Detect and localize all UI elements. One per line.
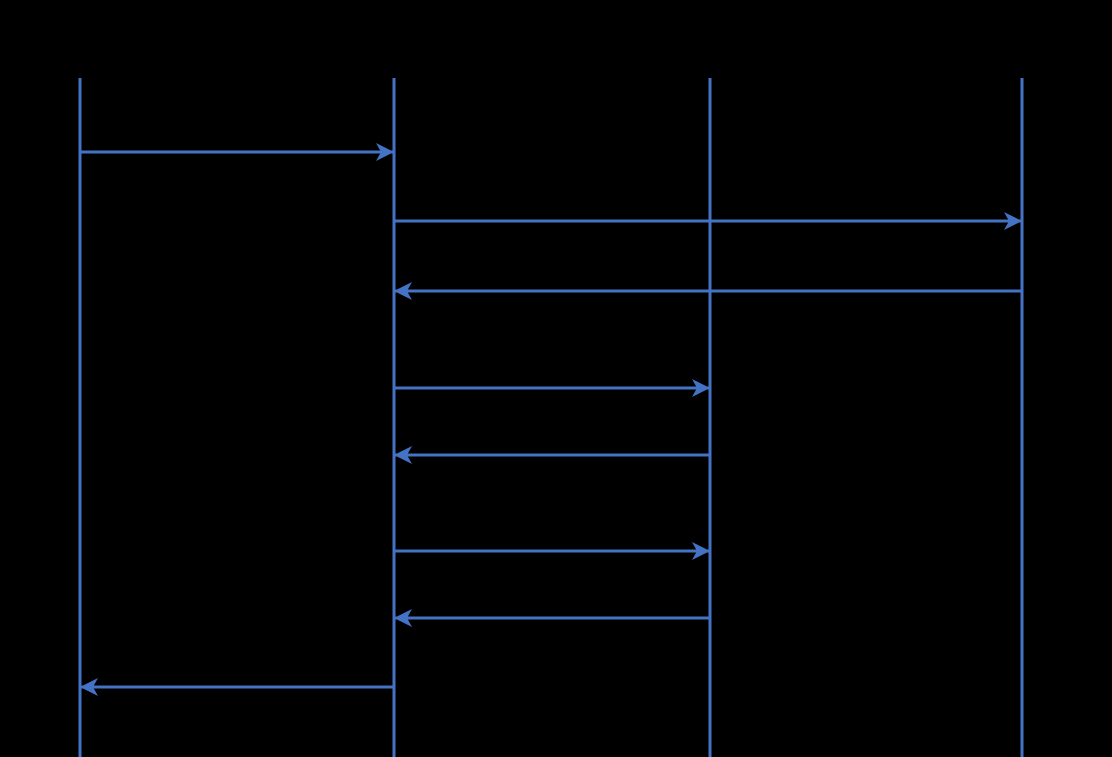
message-6-arrowhead-icon — [692, 542, 710, 560]
message-1-arrow — [80, 143, 394, 161]
message-4-arrowhead-icon — [692, 379, 710, 397]
message-7-arrowhead-icon — [394, 609, 412, 627]
message-1-arrowhead-icon — [376, 143, 394, 161]
message-2-arrow — [394, 212, 1022, 230]
message-3-arrowhead-icon — [394, 282, 412, 300]
message-8-arrowhead-icon — [80, 678, 98, 696]
message-5-arrowhead-icon — [394, 446, 412, 464]
message-5-arrow — [394, 446, 710, 464]
message-8-arrow — [80, 678, 394, 696]
message-7-arrow — [394, 609, 710, 627]
message-6-arrow — [394, 542, 710, 560]
message-3-arrow — [394, 282, 1022, 300]
message-2-arrowhead-icon — [1004, 212, 1022, 230]
message-4-arrow — [394, 379, 710, 397]
